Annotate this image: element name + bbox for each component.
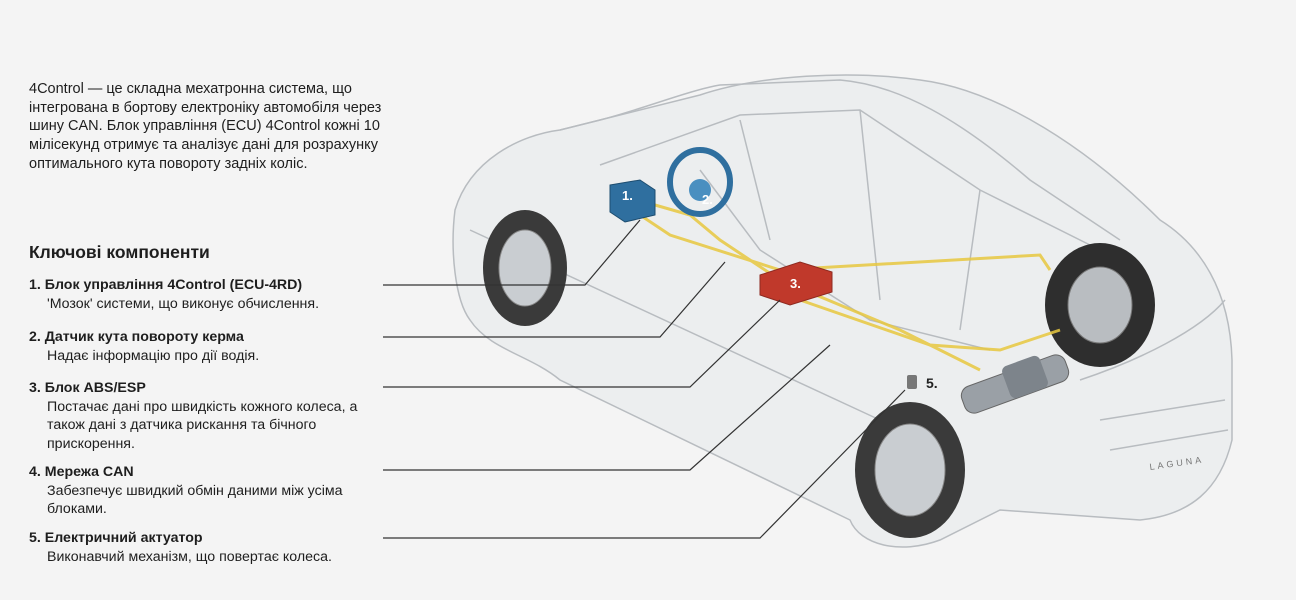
wheel-rear-left [855,402,965,538]
wheel-front-left [483,210,567,326]
component-desc: Забезпечує швидкий обмін даними між усім… [47,482,343,518]
actuator-marker: 5. [907,375,938,391]
intro-text: 4Control — це складна мехатронна система… [29,81,382,172]
component-title: 3. Блок ABS/ESP [29,380,146,396]
leader-line-2 [383,261,726,338]
component-2: 2. Датчик кута повороту керма Надає інфо… [29,328,389,365]
component-desc: Виконавчий механізм, що повертає колеса. [47,548,332,565]
component-1: 1. Блок управління 4Control (ECU-4RD) 'М… [29,276,389,313]
steering-wheel: 2. [667,147,733,217]
leader-lines [383,219,906,539]
rear-axle-actuator [960,354,1070,414]
leader-line-5 [383,389,906,539]
component-title: 5. Електричний актуатор [29,530,203,546]
component-4: 4. Мережа CAN Забезпечує швидкий обмін д… [29,463,389,519]
leader-line-1 [383,219,641,286]
components-heading: Ключові компоненти [29,242,210,262]
wheel-rear-right [1045,243,1155,367]
steering-label: 2. [702,192,713,207]
component-desc: Постачає дані про швидкість кожного коле… [47,398,358,453]
component-title: 1. Блок управління 4Control (ECU-4RD) [29,277,303,293]
actuator-label: 5. [926,375,938,391]
component-3: 3. Блок ABS/ESP Постачає дані про швидкі… [29,379,389,454]
component-title: 2. Датчик кута повороту керма [29,329,244,345]
component-desc: Надає інформацію про дії водія. [47,347,260,364]
ecu-unit: 1. [609,179,656,223]
component-5: 5. Електричний актуатор Виконавчий механ… [29,529,389,566]
component-title: 4. Мережа CAN [29,464,134,480]
abs-label: 3. [790,276,801,291]
leader-line-4 [383,344,831,471]
leader-line-3 [383,299,781,388]
abs-esp-unit: 3. [759,261,833,306]
component-desc: 'Мозок' системи, що виконує обчислення. [47,295,320,312]
ecu-label: 1. [622,188,633,203]
